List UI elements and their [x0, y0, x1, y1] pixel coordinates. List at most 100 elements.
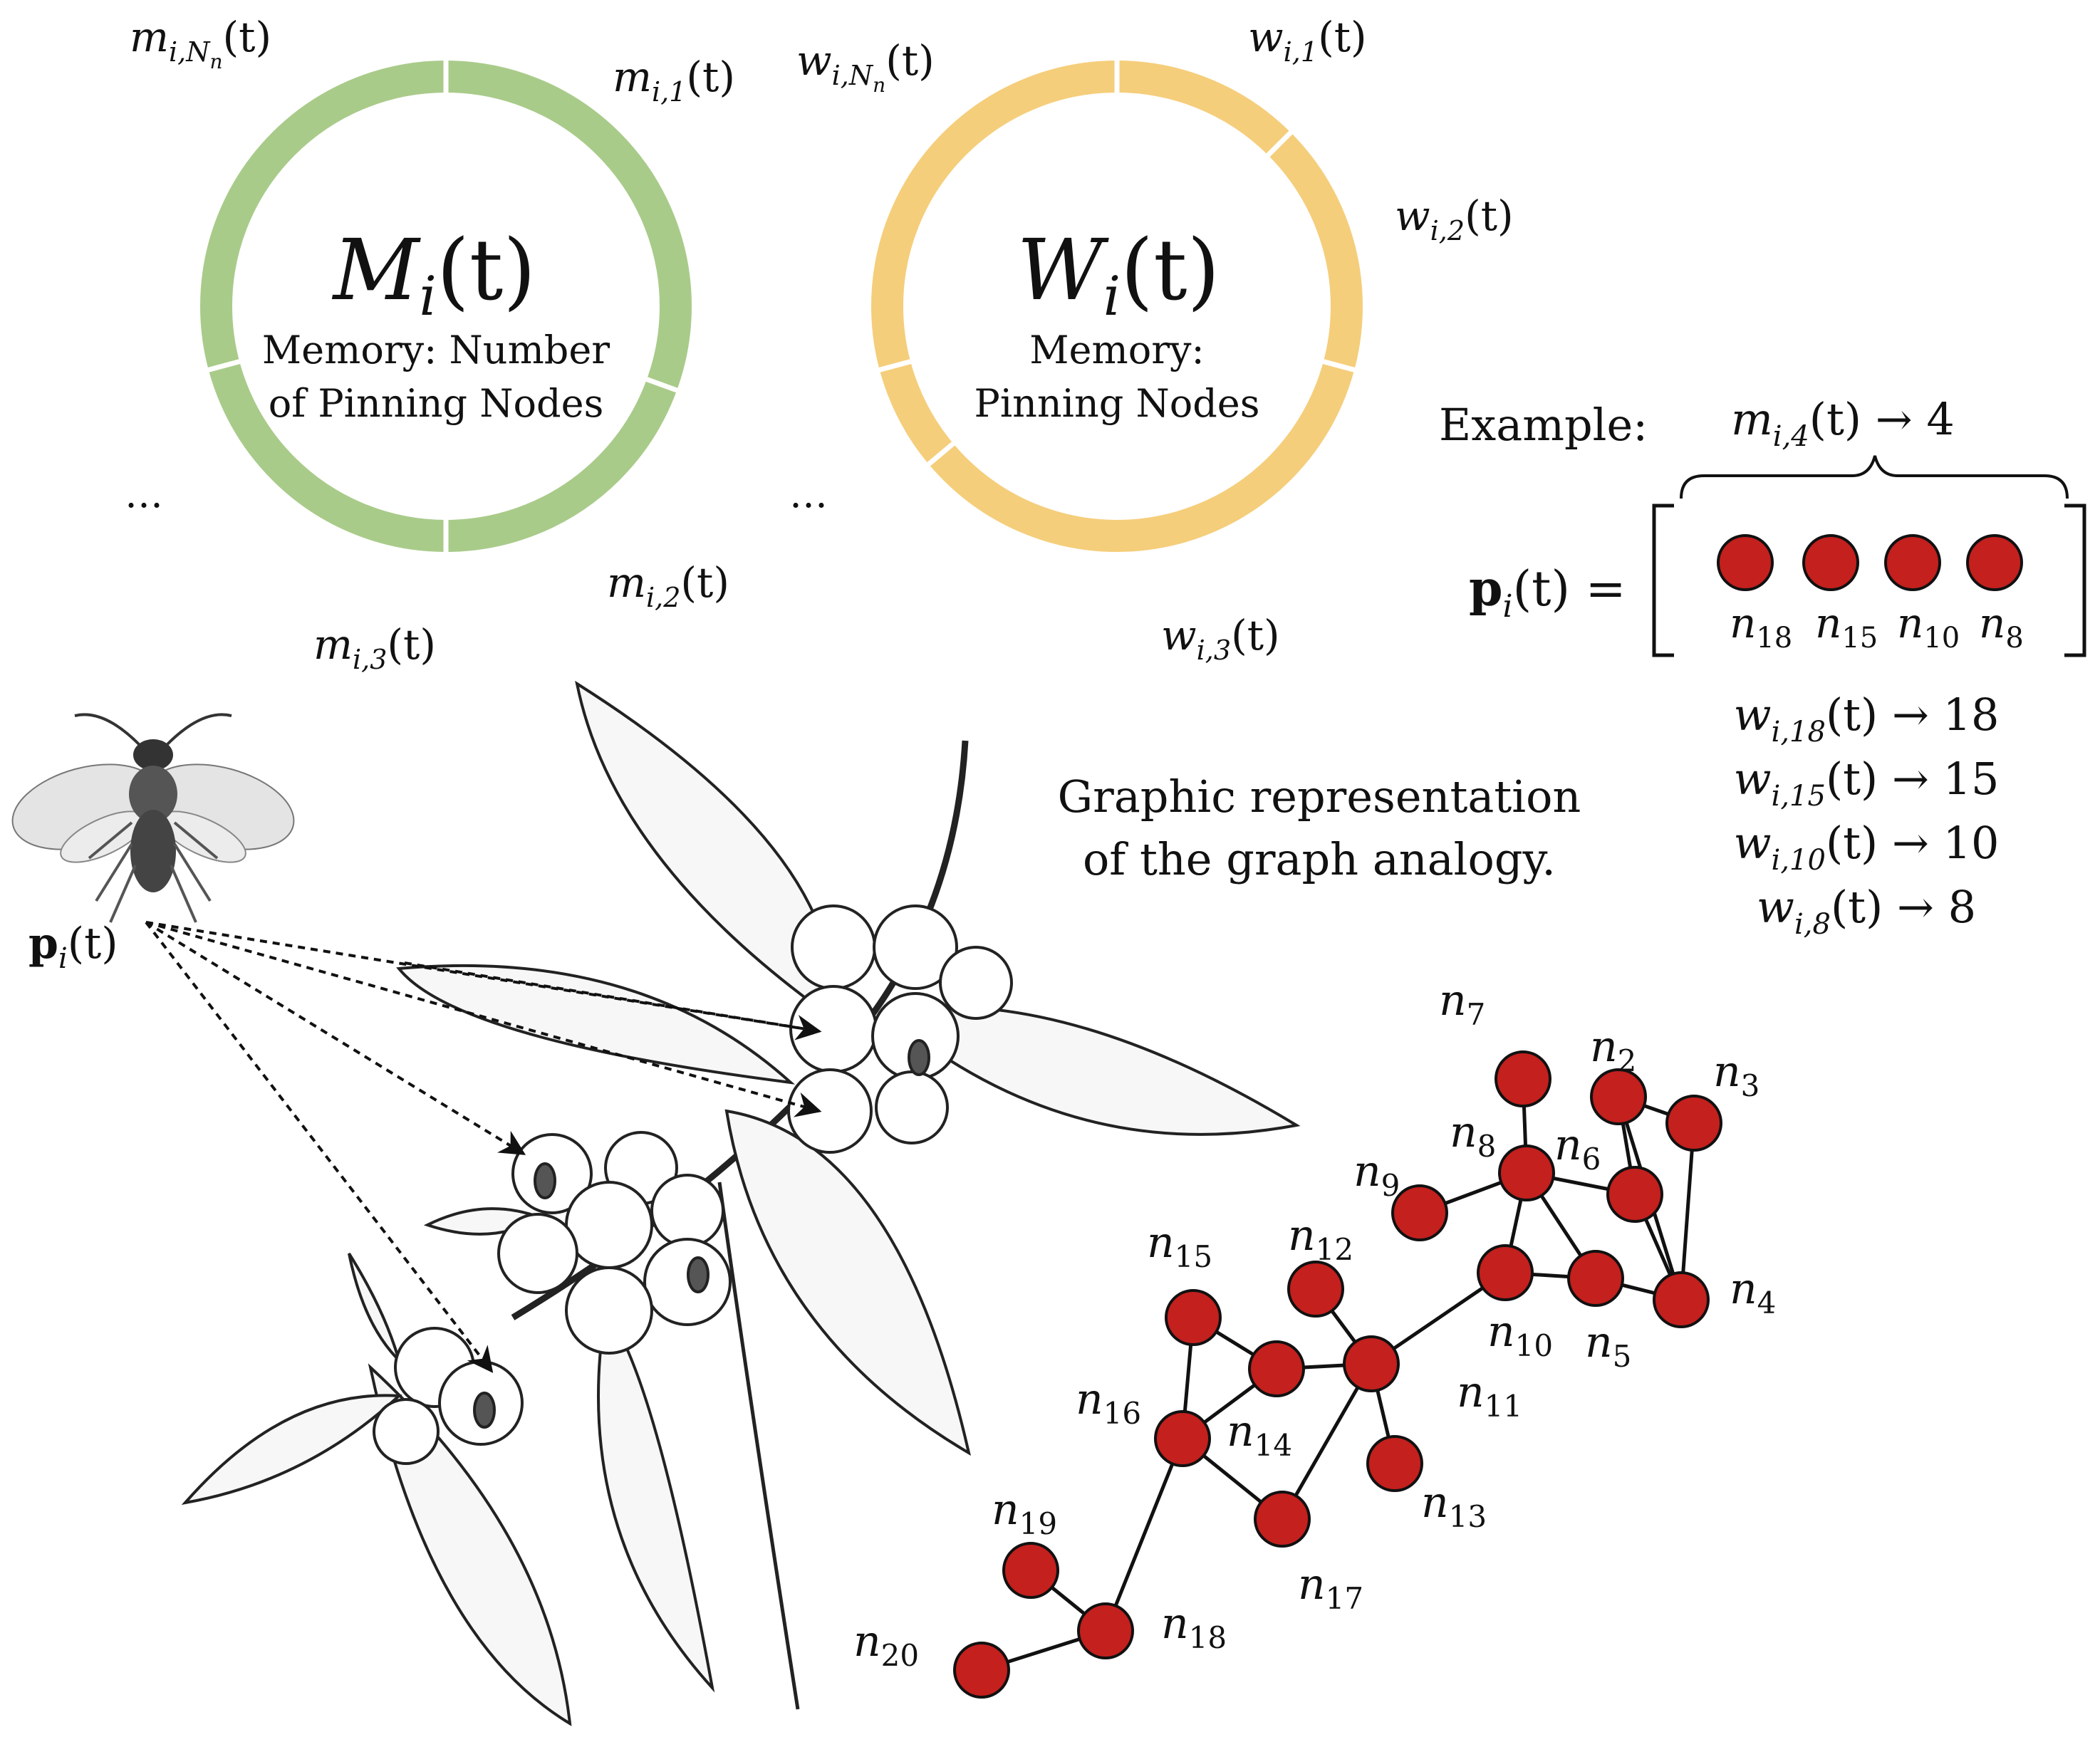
pinning-label-w1: wi,1(t) [1248, 13, 1367, 68]
graph-node-label-n4: n4 [1730, 1264, 1776, 1320]
coffee-cherry [497, 1213, 578, 1294]
leaf [348, 1252, 402, 1365]
pinning-caption-line1: Memory: [1029, 328, 1204, 372]
vector-left-bracket [1652, 504, 1674, 657]
svg-text:mi,2(t): mi,2(t) [607, 558, 729, 613]
svg-text:Wi(t): Wi(t) [1017, 221, 1220, 328]
graph-node-label-n10: n10 [1487, 1307, 1553, 1363]
memory-label-m1: mi,1(t) [613, 53, 735, 108]
example-brace [1680, 455, 2069, 499]
beetle [534, 1162, 556, 1199]
graph-node-n14 [1248, 1340, 1305, 1397]
example-node-15 [1802, 534, 1859, 591]
graph-node-n2 [1590, 1068, 1647, 1125]
memory-symbol-sub: i [420, 264, 437, 328]
coffee-cherry [650, 1174, 724, 1248]
svg-text:mi,Nn(t): mi,Nn(t) [130, 13, 271, 73]
graph-node-label-n13: n13 [1421, 1478, 1487, 1534]
graph-node-n3 [1665, 1095, 1722, 1152]
coffee-cherry [373, 1398, 440, 1465]
beetle [473, 1392, 496, 1429]
memory-ring [200, 58, 692, 554]
graph-node-n15 [1165, 1289, 1222, 1346]
graph-node-n17 [1254, 1491, 1311, 1548]
graph-node-n12 [1287, 1261, 1344, 1318]
arrow [145, 921, 494, 1373]
memory-ring-divider [643, 376, 680, 394]
graph-node-n5 [1567, 1250, 1624, 1307]
leaf [724, 1109, 971, 1456]
graph-node-label-n12: n12 [1288, 1211, 1353, 1267]
graph-node-label-n14: n14 [1227, 1407, 1292, 1463]
svg-text:mi,3(t): mi,3(t) [313, 620, 436, 675]
graph-node-label-n20: n20 [853, 1617, 919, 1673]
example-node-label: n18 [1730, 599, 1792, 655]
svg-text:mi,4(t) → 4: mi,4(t) → 4 [1731, 393, 1955, 453]
graph-node-label-n5: n5 [1585, 1318, 1631, 1374]
pinning-symbol-arg: (t) [1121, 221, 1220, 319]
pinning-symbol-sub: i [1103, 264, 1121, 328]
wasp-illustration [11, 713, 295, 923]
insect-arrows [145, 921, 822, 1373]
coffee-cherry [939, 946, 1013, 1020]
pinning-ring-divider [1320, 358, 1358, 373]
pinning-ellipsis: … [789, 471, 828, 516]
vector-right-bracket [2064, 504, 2086, 657]
graph-node-label-n9: n9 [1353, 1147, 1400, 1203]
graph-node-label-n19: n19 [992, 1485, 1057, 1541]
graph-node-n7 [1495, 1050, 1551, 1107]
graph-node-n19 [1002, 1542, 1059, 1599]
svg-text:wi,1(t): wi,1(t) [1248, 13, 1367, 68]
arrow [404, 961, 820, 1033]
coffee-cherry [643, 1238, 732, 1326]
leaf [181, 1394, 402, 1505]
graph-node-label-n15: n15 [1147, 1218, 1212, 1274]
pinning-caption-line2: Pinning Nodes [974, 381, 1260, 426]
graph-node-n13 [1366, 1435, 1423, 1492]
graph-edge-n3-n4 [1679, 1122, 1696, 1300]
example-node-8 [1966, 534, 2023, 591]
weight-line: wi,18(t) → 18 [1733, 689, 1999, 749]
pinning-symbol-main: W [1017, 221, 1109, 319]
graph-node-label-n3: n3 [1713, 1047, 1759, 1103]
coffee-cherry [875, 1070, 949, 1144]
memory-ring-symbol: Mi(t) Memory: Number of Pinning Nodes [262, 221, 610, 426]
leaf [396, 964, 796, 1085]
graph-node-n10 [1477, 1244, 1534, 1301]
graph-node-n8 [1498, 1144, 1555, 1201]
description-line2: of the graph analogy. [1083, 833, 1556, 885]
arrow [145, 921, 822, 1117]
beetle [908, 1039, 930, 1076]
graph-node-label-n11: n11 [1457, 1367, 1522, 1424]
vector-p-label: pi(t) = [1469, 560, 1626, 625]
example-node-label: n10 [1897, 599, 1960, 655]
graph-edge-n16-n18 [1103, 1438, 1185, 1632]
example-node-label: n8 [1979, 599, 2024, 655]
leaf [880, 1005, 1301, 1136]
graph-node-label-n7: n7 [1439, 976, 1485, 1032]
pinning-ring-divider [925, 440, 957, 468]
arrow [145, 921, 526, 1155]
graph-node-label-n6: n6 [1554, 1120, 1601, 1177]
svg-text:pi(t): pi(t) [28, 919, 118, 975]
coffee-cherry [565, 1266, 653, 1355]
description-line1: Graphic representation [1058, 771, 1581, 823]
example-node-10 [1884, 534, 1941, 591]
memory-caption-line2: of Pinning Nodes [269, 381, 604, 426]
svg-text:wi,Nn(t): wi,Nn(t) [796, 36, 935, 97]
pinning-ring-symbol: Wi(t) Memory: Pinning Nodes [974, 221, 1260, 426]
graph-node-n4 [1653, 1271, 1710, 1328]
graph-node-label-n16: n16 [1076, 1375, 1141, 1431]
insect-label: pi(t) [28, 919, 118, 975]
arrow [145, 921, 822, 1041]
graph-node-n20 [953, 1642, 1010, 1699]
svg-text:Mi(t): Mi(t) [332, 221, 536, 328]
memory-symbol-main: M [332, 221, 422, 319]
coffee-branch-illustration [181, 680, 1301, 1726]
graph-node-n6 [1606, 1166, 1663, 1223]
beetle [687, 1256, 709, 1293]
memory-symbol-arg: (t) [437, 221, 536, 319]
